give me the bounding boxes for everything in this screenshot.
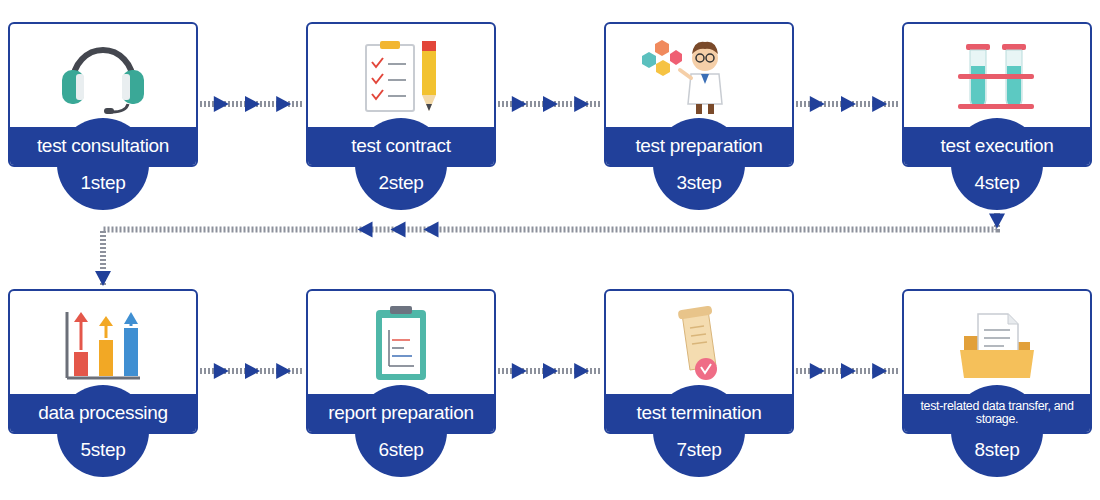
step-node: test-related data transfer, and storage.… [902, 289, 1092, 477]
step-number: 1step [8, 172, 198, 194]
step-number: 3step [604, 172, 794, 194]
arrow-head [989, 213, 1005, 228]
process-box: test-related data transfer, and storage. [902, 289, 1092, 434]
arrow-head [357, 221, 372, 237]
step-node: data processing 5step [8, 289, 198, 477]
storage-icon [960, 314, 1034, 378]
flow-connector [200, 363, 304, 379]
arrow-head [512, 96, 527, 112]
flow-connector [498, 363, 602, 379]
arrow-head [391, 222, 406, 238]
execution-icon [958, 44, 1034, 109]
arrow-head [810, 96, 825, 112]
arrow-head [512, 363, 527, 379]
headset-icon [62, 50, 144, 114]
title-band: test consultation [10, 127, 196, 165]
step-title: test contract [347, 136, 455, 156]
arrow-head [872, 363, 887, 379]
step-node: test preparation 3step [604, 22, 794, 210]
step-title: report preparation [324, 403, 478, 423]
arrow-head [276, 96, 291, 112]
step-title: data processing [34, 403, 172, 423]
process-box: report preparation [306, 289, 496, 434]
arrow-head [214, 96, 229, 112]
arrow-head [841, 96, 856, 112]
step-title: test execution [936, 136, 1057, 156]
step-number: 4step [902, 172, 1092, 194]
arrow-head [95, 271, 111, 286]
title-band: report preparation [308, 394, 494, 432]
title-band: test termination [606, 394, 792, 432]
title-band: test execution [904, 127, 1090, 165]
flow-connector [796, 96, 900, 112]
dotted-line [103, 213, 997, 287]
arrow-head [574, 363, 589, 379]
process-box: test contract [306, 22, 496, 167]
step-number: 7step [604, 439, 794, 461]
arrow-head [841, 363, 856, 379]
arrow-head [872, 96, 887, 112]
step-number: 5step [8, 439, 198, 461]
arrow-head [574, 96, 589, 112]
preparation-icon [642, 40, 722, 114]
step-number: 8step [902, 439, 1092, 461]
step-node: test contract 2step [306, 22, 496, 210]
flow-connector [95, 213, 1005, 287]
step-number: 6step [306, 439, 496, 461]
arrow-head [276, 363, 291, 379]
arrow-head [543, 363, 558, 379]
flow-connector [796, 363, 900, 379]
step-node: test consultation 1step [8, 22, 198, 210]
title-band: test contract [308, 127, 494, 165]
process-box: test consultation [8, 22, 198, 167]
title-band: test preparation [606, 127, 792, 165]
title-band: data processing [10, 394, 196, 432]
arrow-head [810, 363, 825, 379]
contract-icon [366, 41, 436, 111]
termination-icon [678, 305, 717, 380]
step-node: test termination 7step [604, 289, 794, 477]
report-icon [376, 306, 426, 380]
arrow-head [214, 363, 229, 379]
process-box: test termination [604, 289, 794, 434]
process-box: test preparation [604, 22, 794, 167]
title-band: test-related data transfer, and storage. [904, 394, 1090, 432]
arrow-head [543, 96, 558, 112]
step-title: test-related data transfer, and storage. [904, 400, 1090, 426]
arrow-head [245, 363, 260, 379]
processing-icon [67, 312, 140, 378]
process-box: test execution [902, 22, 1092, 167]
step-node: report preparation 6step [306, 289, 496, 477]
arrow-head [245, 96, 260, 112]
step-title: test consultation [33, 136, 173, 156]
process-box: data processing [8, 289, 198, 434]
step-title: test termination [632, 403, 765, 423]
flow-connector [200, 96, 304, 112]
flow-connector [498, 96, 602, 112]
step-title: test preparation [631, 136, 766, 156]
step-node: test execution 4step [902, 22, 1092, 210]
step-number: 2step [306, 172, 496, 194]
arrow-head [424, 222, 439, 238]
